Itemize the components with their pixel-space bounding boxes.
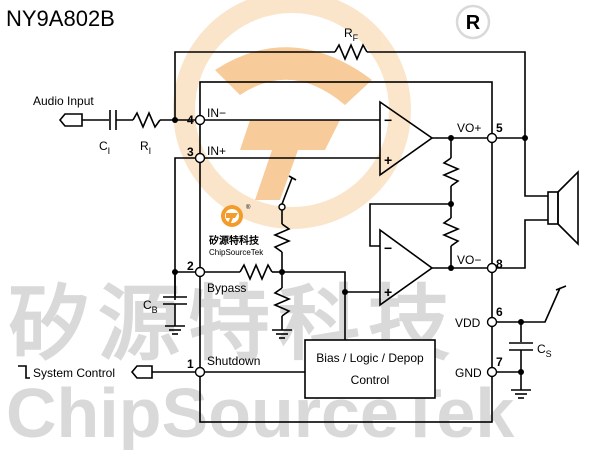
audio-input-connector — [58, 113, 83, 127]
chain-resistor-2 — [441, 217, 461, 247]
pin-4-number: 4 — [187, 113, 194, 127]
chain-resistor-1 — [441, 157, 461, 187]
ci-label: CI — [99, 139, 110, 156]
bias-block-line1: Bias / Logic / Depop — [316, 351, 424, 365]
ri-resistor — [132, 110, 161, 130]
chipsourcetek-logo-small: ® 矽源特科技 ChipSourceTek — [209, 204, 264, 257]
rf-resistor — [334, 42, 368, 62]
feedback-network — [174, 42, 526, 140]
pin-8 — [486, 262, 498, 274]
chip-outline — [199, 81, 493, 423]
bypass-label: Bypass — [207, 281, 246, 295]
pin-3 — [194, 152, 206, 164]
pin-7-number: 7 — [496, 355, 503, 369]
ri-label: RI — [140, 139, 151, 156]
registered-mark-large: R — [455, 4, 491, 40]
shutdown-label: Shutdown — [207, 354, 260, 368]
shutdown-switch-top — [281, 177, 293, 205]
pin-3-number: 3 — [187, 145, 194, 159]
amp2-minus: − — [384, 240, 392, 256]
pin-2-number: 2 — [187, 259, 194, 273]
in-plus-label: IN+ — [207, 144, 226, 158]
pin-4 — [194, 114, 206, 126]
pin-2 — [194, 266, 206, 278]
divider-resistor-bottom — [272, 287, 292, 317]
pin-1-number: 1 — [187, 357, 194, 371]
amp1-minus: − — [384, 112, 392, 128]
bypass-resistor — [239, 262, 273, 282]
amplifier-bottom — [379, 228, 434, 307]
pin-1 — [194, 366, 206, 378]
in-minus-label: IN− — [207, 106, 226, 120]
ground-symbol — [272, 329, 292, 339]
bias-logic-block — [304, 339, 436, 399]
pin-6-number: 6 — [496, 305, 503, 319]
pin-5 — [486, 132, 498, 144]
logo-small-cn: 矽源特科技 — [209, 234, 260, 247]
watermark-logo-large — [173, 0, 411, 229]
vo-plus-label: VO+ — [457, 121, 481, 135]
pin-8-number: 8 — [496, 257, 503, 271]
cb-label: CB — [143, 298, 158, 315]
cs-capacitor — [509, 342, 533, 351]
amplifier-top — [379, 100, 434, 177]
ground-symbol-gnd — [511, 389, 531, 399]
divider-resistor-top — [272, 223, 292, 253]
logo-small-en: ChipSourceTek — [209, 248, 264, 257]
chip-title: NY9A802B — [6, 6, 115, 31]
amp2-plus: + — [384, 284, 392, 300]
vdd-label: VDD — [455, 316, 481, 330]
ci-capacitor — [109, 110, 117, 130]
cs-label: CS — [537, 342, 552, 359]
svg-text:®: ® — [246, 204, 251, 211]
gnd-label: GND — [455, 366, 482, 380]
bias-block-line2: Control — [351, 373, 390, 387]
svg-text:R: R — [466, 12, 481, 34]
speaker-icon — [547, 170, 579, 246]
audio-input-label: Audio Input — [33, 94, 94, 108]
ground-symbol-cb — [165, 325, 185, 335]
pin-6 — [486, 316, 498, 328]
rf-label: RF — [344, 26, 359, 43]
watermark-en: ChipSourceTek — [6, 374, 514, 450]
vo-minus-label: VO− — [457, 253, 481, 267]
system-control-label: System Control — [33, 366, 115, 380]
pin-5-number: 5 — [496, 121, 503, 135]
amp1-plus: + — [384, 152, 392, 168]
pin-7 — [486, 366, 498, 378]
